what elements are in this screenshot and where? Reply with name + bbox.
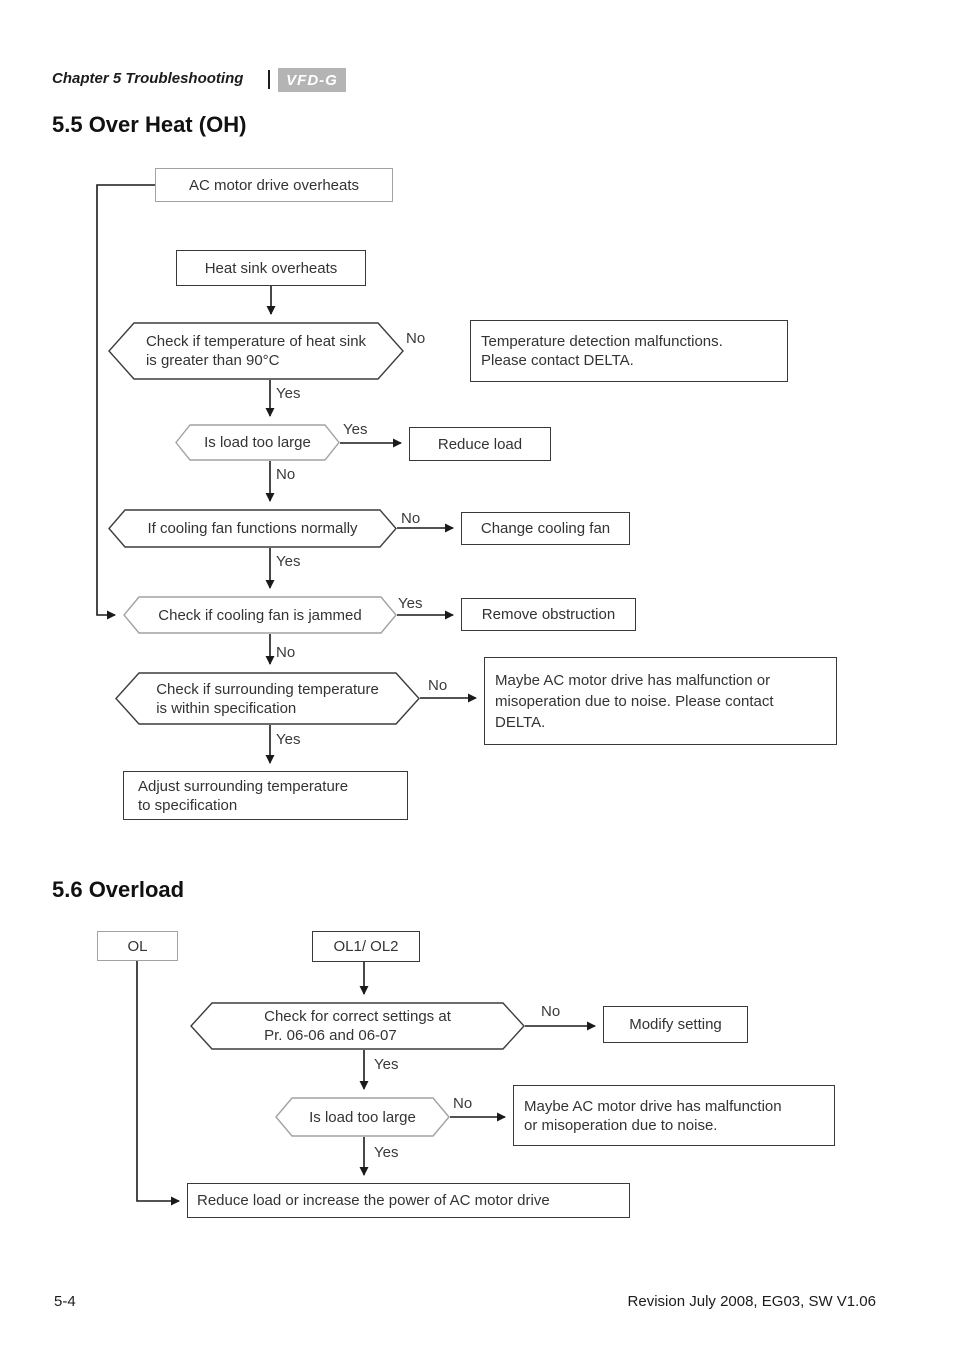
oh-remove-obstruction-box: Remove obstruction [461,598,636,631]
edge-label-yes: Yes [276,731,301,748]
edge-label-no: No [453,1095,473,1112]
ol-modify-setting-box: Modify setting [603,1006,748,1043]
oh-heatsink-box: Heat sink overheats [176,250,366,286]
oh-check-temp-label: Check if temperature of heat sink is gre… [145,333,367,369]
oh-reduce-load-box: Reduce load [409,427,551,461]
edge-label-no: No [276,466,296,483]
oh-surrounding-temp-label: Check if surrounding temperature is with… [156,680,379,717]
section-title-overload: 5.6 Overload [52,877,185,902]
page-number: 5-4 [54,1293,76,1310]
edge-label-no: No [276,644,296,661]
oh-remove-obstruction-label: Remove obstruction [481,606,616,623]
oh-temp-malfunction-label: Temperature detection malfunctions. Plea… [481,333,723,369]
oh-surrounding-temp-decision: Check if surrounding temperature is with… [115,672,420,725]
edge-label-yes: Yes [374,1144,399,1161]
oh-reduce-load-label: Reduce load [437,435,523,453]
oh-start-label: AC motor drive overheats [188,176,360,194]
oh-fan-normal-decision: If cooling fan functions normally [108,509,397,548]
oh-temp-malfunction-box: Temperature detection malfunctions. Plea… [470,320,788,382]
ol-check-settings-decision: Check for correct settings at Pr. 06-06 … [190,1002,525,1050]
section-title-overheat: 5.5 Over Heat (OH) [52,112,247,137]
oh-load-large-label: Is load too large [204,434,311,451]
oh-fan-jammed-label: Check if cooling fan is jammed [158,606,362,624]
ol-load-large-decision: Is load too large [275,1097,450,1137]
edge-label-no: No [401,510,421,527]
edge-label-yes: Yes [374,1056,399,1073]
oh-start-box: AC motor drive overheats [155,168,393,202]
header-divider [268,70,270,89]
oh-heatsink-label: Heat sink overheats [204,259,338,277]
oh-maybe-malfunction-label: Maybe AC motor drive has malfunction or … [495,671,774,731]
oh-load-large-decision: Is load too large [175,424,340,461]
oh-adjust-temp-label: Adjust surrounding temperature to specif… [138,777,349,814]
edge-label-yes: Yes [276,385,301,402]
oh-adjust-temp-box: Adjust surrounding temperature to specif… [123,771,408,820]
edge-label-no: No [541,1003,561,1020]
brand-logo: VFD-G [278,68,346,92]
ol-start-label: OL [127,937,148,955]
oh-maybe-malfunction-box: Maybe AC motor drive has malfunction or … [484,657,837,745]
ol-maybe-malfunction-label: Maybe AC motor drive has malfunction or … [524,1097,782,1134]
ol-reduce-load-box: Reduce load or increase the power of AC … [187,1183,630,1218]
ol-load-large-label: Is load too large [309,1108,416,1126]
edge-label-yes: Yes [276,553,301,570]
ol-reduce-load-label: Reduce load or increase the power of AC … [197,1192,550,1209]
oh-fan-normal-label: If cooling fan functions normally [147,520,358,537]
revision-note: Revision July 2008, EG03, SW V1.06 [627,1293,876,1310]
oh-check-temp-decision: Check if temperature of heat sink is gre… [108,322,404,380]
ol-start-box: OL [97,931,178,961]
oh-fan-jammed-decision: Check if cooling fan is jammed [123,596,397,634]
oh-change-fan-box: Change cooling fan [461,512,630,545]
oh-change-fan-label: Change cooling fan [480,520,611,537]
chapter-header: Chapter 5 Troubleshooting [52,70,244,87]
edge-label-no: No [406,330,426,347]
ol-modify-setting-label: Modify setting [629,1016,722,1033]
edge-label-no: No [428,677,448,694]
ol-maybe-malfunction-box: Maybe AC motor drive has malfunction or … [513,1085,835,1146]
edge-label-yes: Yes [398,595,423,612]
ol1-ol2-label: OL1/ OL2 [333,938,399,955]
ol1-ol2-box: OL1/ OL2 [312,931,420,962]
ol-check-settings-label: Check for correct settings at Pr. 06-06 … [264,1008,451,1044]
edge-label-yes: Yes [343,421,368,438]
